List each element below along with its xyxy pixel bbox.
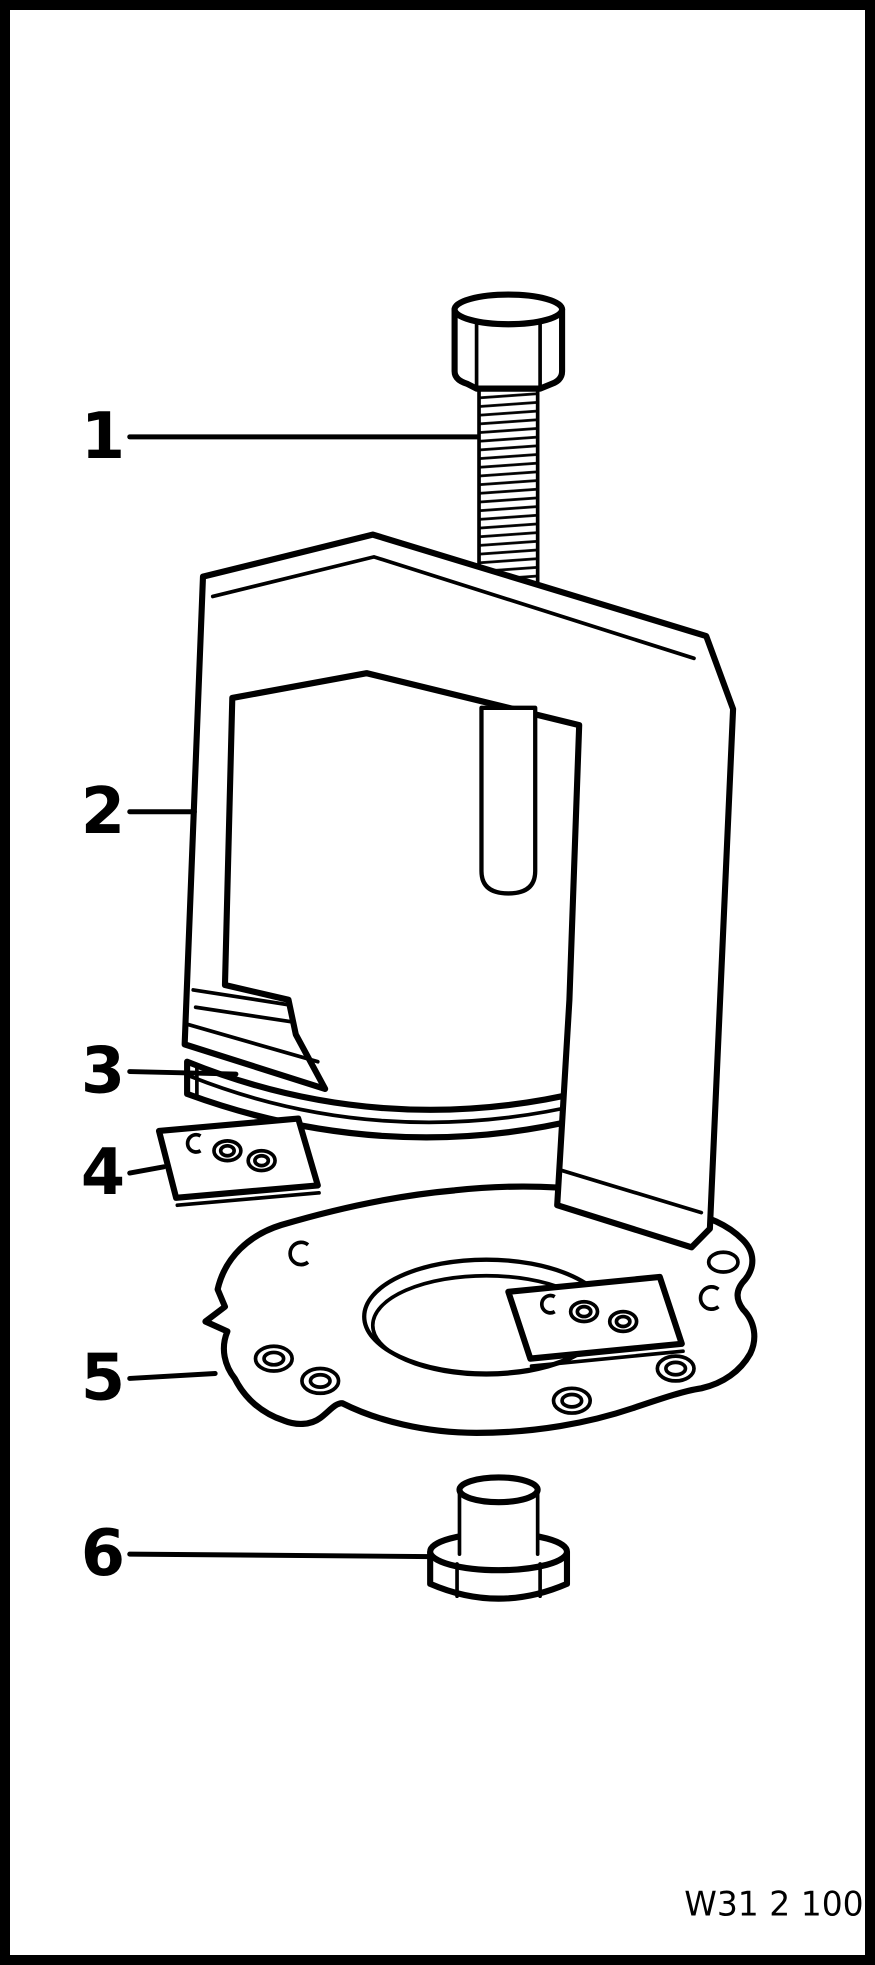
callout-leader-5 bbox=[127, 1371, 218, 1381]
callout-leader-6 bbox=[127, 1551, 433, 1560]
tool-assembly-diagram: 1 2 3 4 5 6 W31 2 100 bbox=[81, 291, 864, 1923]
callout-leader-3 bbox=[127, 1069, 239, 1077]
spindle-bolt-drawing bbox=[451, 291, 566, 586]
flange-bolt-holes bbox=[253, 1240, 740, 1415]
callout-label-5: 5 bbox=[81, 1341, 125, 1415]
callout-label-1: 1 bbox=[81, 400, 125, 474]
callout-label-4: 4 bbox=[81, 1136, 125, 1210]
callout-labels: 1 2 3 4 5 6 bbox=[81, 400, 125, 1592]
callout-leaders bbox=[127, 434, 481, 1560]
spindle-rod-drawing bbox=[479, 705, 538, 896]
callout-leader-4 bbox=[127, 1164, 167, 1176]
bushing-drawing bbox=[427, 1474, 571, 1602]
figure-code: W31 2 100 bbox=[684, 1884, 863, 1923]
callout-label-2: 2 bbox=[81, 774, 125, 848]
bridge-frame-drawing bbox=[181, 531, 737, 1251]
callout-label-6: 6 bbox=[81, 1517, 125, 1591]
callout-label-3: 3 bbox=[81, 1034, 125, 1108]
thrust-plate-right-drawing bbox=[505, 1273, 685, 1368]
thrust-plate-left-drawing bbox=[155, 1115, 321, 1208]
